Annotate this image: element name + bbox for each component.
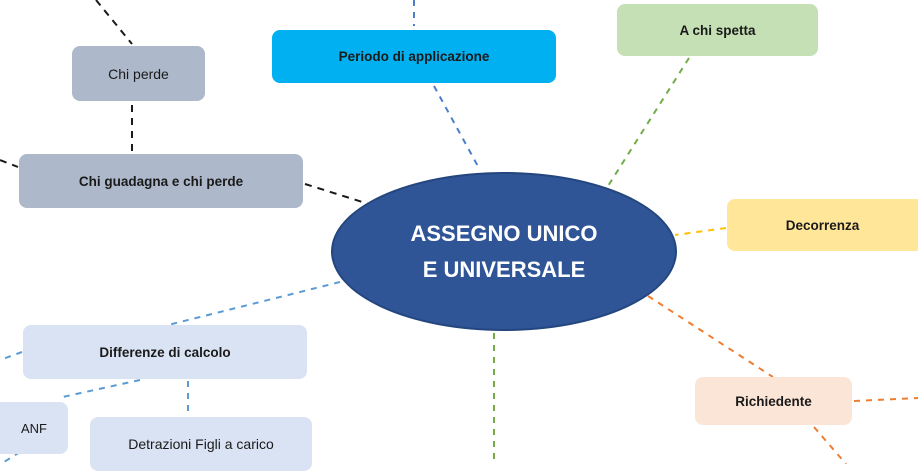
node-detrazioni-figli-a-carico[interactable]: Detrazioni Figli a carico <box>90 417 312 471</box>
node-a-chi-spetta-label: A chi spetta <box>679 22 756 38</box>
connector-left-edge <box>0 159 19 168</box>
connector-richiedente-right <box>853 397 918 402</box>
node-periodo-label: Periodo di applicazione <box>338 49 490 64</box>
node-a-chi-spetta[interactable]: A chi spetta <box>617 4 818 56</box>
connector-anf <box>57 379 141 399</box>
node-differenze-di-calcolo[interactable]: Differenze di calcolo <box>23 325 307 379</box>
node-periodo-di-applicazione[interactable]: Periodo di applicazione <box>272 30 556 83</box>
connector-differenze-left <box>0 351 23 361</box>
central-topic-line2: E UNIVERSALE <box>422 256 586 282</box>
connector-richiedente <box>647 295 774 378</box>
connector-decorrenza <box>674 227 727 236</box>
node-chi-guadagna-e-chi-perde[interactable]: Chi guadagna e chi perde <box>19 154 303 208</box>
node-richiedente-label: Richiedente <box>735 393 812 409</box>
central-topic-line1: ASSEGNO UNICO <box>410 220 598 246</box>
connector-richiedente-down <box>813 426 847 464</box>
node-differenze-label: Differenze di calcolo <box>99 344 231 360</box>
node-chi-guadagna-label: Chi guadagna e chi perde <box>78 173 244 189</box>
connector-top-left <box>95 0 133 45</box>
connector-periodo <box>433 85 481 171</box>
connector-differenze <box>167 281 341 326</box>
connector-a-chi-spetta <box>607 57 690 187</box>
node-decorrenza[interactable]: Decorrenza <box>727 199 918 251</box>
node-anf[interactable]: ANF <box>0 402 68 454</box>
node-detrazioni-label: Detrazioni Figli a carico <box>128 436 274 452</box>
node-chi-perde-label: Chi perde <box>108 65 169 82</box>
node-chi-perde[interactable]: Chi perde <box>72 46 205 101</box>
node-decorrenza-label: Decorrenza <box>785 217 860 233</box>
connector-chi-guadagna <box>304 183 373 206</box>
node-richiedente[interactable]: Richiedente <box>695 377 852 425</box>
node-anf-label: ANF <box>21 420 47 436</box>
central-topic[interactable]: ASSEGNO UNICO E UNIVERSALE <box>331 172 677 331</box>
